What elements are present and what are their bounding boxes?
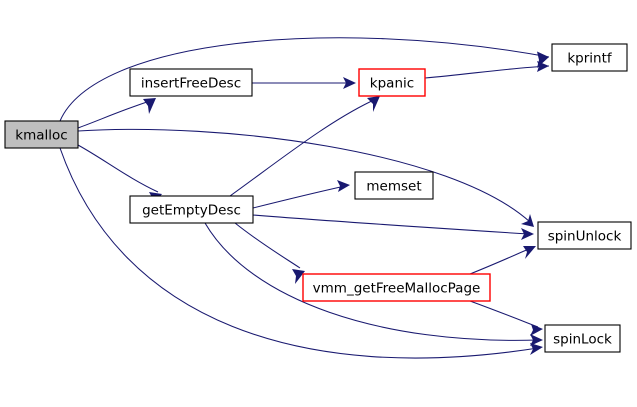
arrowhead-icon bbox=[343, 77, 356, 89]
edge-line bbox=[229, 98, 377, 197]
edge-line bbox=[77, 144, 159, 193]
edge-insertFreeDesc-to-kpanic bbox=[252, 77, 356, 89]
node-box-kmalloc[interactable] bbox=[4, 120, 79, 149]
edge-line bbox=[59, 147, 539, 359]
node-box-spinUnlock[interactable] bbox=[537, 221, 632, 250]
edge-line bbox=[77, 128, 531, 223]
edge-getEmptyDesc-to-spinLock bbox=[204, 222, 543, 346]
node-label-kmalloc: kmalloc bbox=[15, 128, 67, 144]
node-insertFreeDesc[interactable]: insertFreeDesc bbox=[129, 68, 253, 97]
edge-kpanic-to-kprintf bbox=[424, 61, 550, 79]
node-label-kpanic: kpanic bbox=[370, 76, 414, 92]
edge-getEmptyDesc-to-kpanic bbox=[229, 96, 380, 197]
node-label-spinLock: spinLock bbox=[553, 332, 612, 348]
arrowhead-icon bbox=[530, 334, 543, 346]
node-box-spinLock[interactable] bbox=[544, 324, 621, 353]
node-label-spinUnlock: spinUnlock bbox=[548, 229, 622, 245]
edge-getEmptyDesc-to-memset bbox=[252, 180, 350, 209]
arrowhead-icon bbox=[143, 98, 156, 114]
edge-getEmptyDesc-to-vmm_getFreeMallocPage bbox=[234, 222, 305, 284]
edge-getEmptyDesc-to-spinUnlock bbox=[252, 214, 534, 240]
node-box-kpanic[interactable] bbox=[358, 68, 426, 97]
node-getEmptyDesc[interactable]: getEmptyDesc bbox=[129, 195, 254, 224]
edge-line bbox=[424, 65, 550, 79]
edge-kmalloc-to-spinLock bbox=[59, 147, 543, 359]
arrowhead-icon bbox=[537, 61, 549, 72]
node-label-getEmptyDesc: getEmptyDesc bbox=[142, 203, 241, 219]
edge-line bbox=[204, 222, 540, 341]
node-box-insertFreeDesc[interactable] bbox=[129, 68, 253, 97]
node-label-insertFreeDesc: insertFreeDesc bbox=[141, 76, 241, 92]
node-kprintf[interactable]: kprintf bbox=[551, 43, 628, 72]
arrowhead-icon bbox=[530, 324, 543, 336]
arrowhead-icon bbox=[521, 214, 534, 227]
edge-line bbox=[252, 214, 529, 235]
arrowhead-icon bbox=[521, 228, 534, 240]
node-vmm_getFreeMallocPage[interactable]: vmm_getFreeMallocPage bbox=[302, 273, 491, 302]
node-layer: kmalloc insertFreeDesc kpanic kprintf getEmp… bbox=[4, 43, 632, 353]
arrowhead-icon bbox=[292, 269, 305, 284]
arrowhead-icon bbox=[337, 180, 350, 192]
edge-vmm_getFreeMallocPage-to-spinLock bbox=[469, 300, 543, 336]
node-spinLock[interactable]: spinLock bbox=[544, 324, 621, 353]
node-kpanic[interactable]: kpanic bbox=[358, 68, 426, 97]
node-box-vmm_getFreeMallocPage[interactable] bbox=[302, 273, 491, 302]
node-box-getEmptyDesc[interactable] bbox=[129, 195, 254, 224]
edge-line bbox=[77, 99, 154, 129]
edge-layer bbox=[59, 37, 550, 359]
edge-kmalloc-to-insertFreeDesc bbox=[77, 98, 156, 129]
edge-kmalloc-to-spinUnlock bbox=[77, 128, 534, 227]
node-label-memset: memset bbox=[366, 179, 421, 195]
node-box-memset[interactable] bbox=[354, 171, 434, 200]
edge-line bbox=[59, 37, 550, 122]
edge-line bbox=[469, 300, 539, 328]
arrowhead-icon bbox=[530, 343, 543, 355]
node-box-kprintf[interactable] bbox=[551, 43, 628, 72]
arrowhead-icon bbox=[367, 96, 380, 112]
arrowhead-icon bbox=[523, 246, 536, 259]
node-label-vmm_getFreeMallocPage: vmm_getFreeMallocPage bbox=[313, 281, 481, 297]
edge-line bbox=[252, 185, 346, 209]
node-label-kprintf: kprintf bbox=[567, 51, 613, 67]
node-kmalloc[interactable]: kmalloc bbox=[4, 120, 79, 149]
node-memset[interactable]: memset bbox=[354, 171, 434, 200]
node-spinUnlock[interactable]: spinUnlock bbox=[537, 221, 632, 250]
edge-vmm_getFreeMallocPage-to-spinUnlock bbox=[469, 246, 536, 275]
edge-line bbox=[234, 222, 301, 269]
edge-line bbox=[469, 247, 532, 275]
